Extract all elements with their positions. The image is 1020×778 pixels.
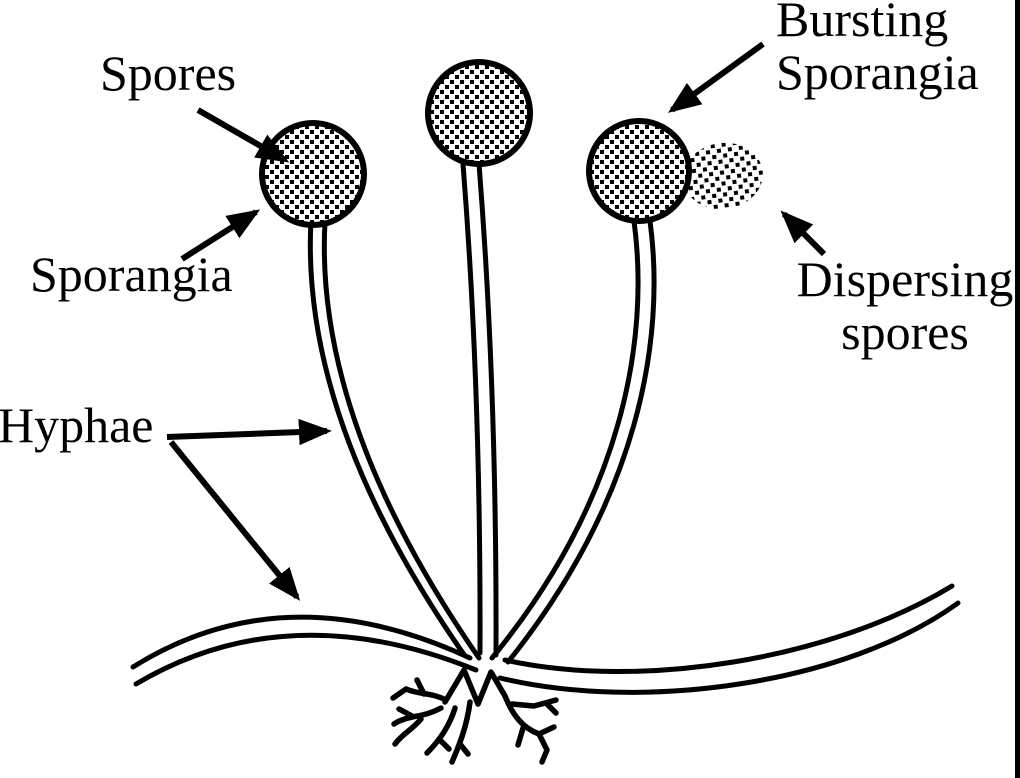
sporangia-label: Sporangia <box>30 246 233 302</box>
dispersing-spores-label-line1: Dispersing <box>796 251 1014 307</box>
bursting-sporangia-arrow <box>667 41 765 113</box>
sporangium-left <box>259 120 367 228</box>
bursting-sporangia-label: Bursting Sporangia <box>776 0 979 99</box>
hypha-right-tube <box>497 583 961 695</box>
hyphae-arrow-lower <box>168 440 301 601</box>
bursting-sporangia-label-line2: Sporangia <box>776 44 979 100</box>
dispersing-spore-cloud <box>683 142 763 210</box>
dispersing-spores-label-line2: spores <box>841 304 969 360</box>
hypha-left-tube <box>130 614 479 687</box>
sporangium-right-bursting <box>586 118 692 224</box>
hyphae-label: Hyphae <box>0 397 154 453</box>
sporangiophore-middle <box>460 161 499 658</box>
sporangiophore-left <box>307 217 482 661</box>
hyphae-arrow-upper <box>166 418 332 446</box>
bursting-sporangia-label-line1: Bursting <box>776 0 949 47</box>
annotation-arrows <box>166 41 827 601</box>
dispersing-spores-arrow <box>780 210 827 257</box>
sporangium-middle <box>425 59 533 167</box>
sporangiophore-right <box>489 218 657 665</box>
spores-arrow <box>196 107 290 163</box>
spores-label: Spores <box>100 45 237 101</box>
right-border-line <box>1015 0 1020 778</box>
dispersing-spores-label: Dispersing spores <box>790 253 1020 359</box>
sporangia-arrow <box>180 209 261 262</box>
rhizoids <box>390 667 559 765</box>
